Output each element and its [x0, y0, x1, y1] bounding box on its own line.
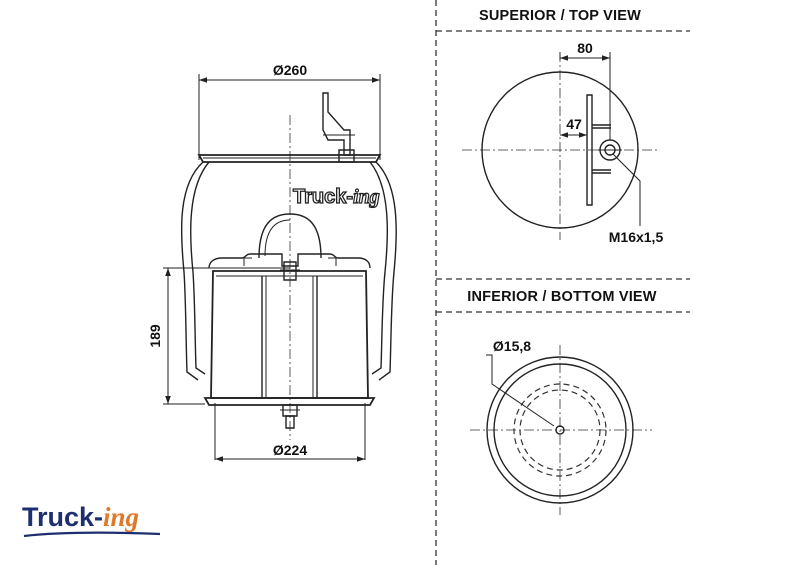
bottom-diameter-label: Ø224: [273, 442, 307, 458]
top-view: SUPERIOR / TOP VIEW 80 47 M16x1,5: [462, 8, 663, 245]
top-view-heading: SUPERIOR / TOP VIEW: [479, 8, 641, 24]
view-separators: [435, 0, 690, 565]
top-diameter-label: Ø260: [273, 62, 307, 78]
watermark-main: Truck-: [293, 186, 353, 208]
dim-80-label: 80: [577, 40, 593, 56]
logo-underline: [23, 531, 161, 538]
logo-italic: ing: [103, 502, 139, 532]
logo-text: Truck-ing: [22, 502, 139, 532]
logo-main: Truck-: [22, 502, 103, 532]
bottom-view: INFERIOR / BOTTOM VIEW Ø15,8: [467, 289, 657, 515]
side-view-watermark: Truck-ing: [293, 186, 380, 208]
side-view: Ø260 Ø224 189 Truck-ing: [147, 62, 397, 462]
height-label: 189: [147, 324, 163, 348]
watermark-italic: ing: [353, 186, 380, 208]
dim-47-label: 47: [566, 116, 582, 132]
truck-ing-logo: Truck-ing: [22, 502, 161, 538]
bottom-view-heading: INFERIOR / BOTTOM VIEW: [467, 289, 657, 305]
hole-diameter-label: Ø15,8: [493, 338, 531, 354]
thread-label: M16x1,5: [609, 229, 664, 245]
